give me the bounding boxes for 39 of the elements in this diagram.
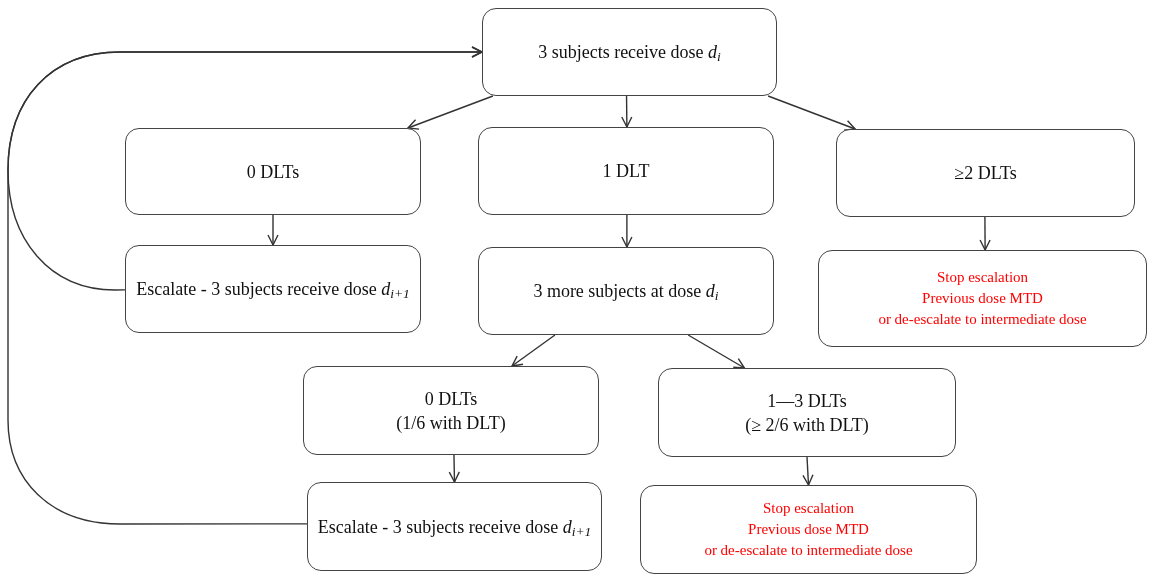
arrow: [802, 456, 814, 486]
box-text: 0 DLTs: [246, 160, 300, 184]
arrow: [979, 216, 991, 251]
arrow: [767, 95, 856, 131]
arrow: [621, 214, 633, 248]
box-text: 1 DLT: [602, 160, 650, 183]
box-text: Previous dose MTD: [922, 289, 1043, 308]
process-box: [125, 245, 421, 333]
process-box: [640, 485, 977, 574]
box-text: 3 subjects receive dose d$_{i}$: [538, 41, 721, 64]
process-box: [658, 368, 956, 457]
process-box: [478, 127, 774, 215]
process-box: [307, 482, 602, 571]
box-text: Stop escalation: [762, 499, 855, 518]
process-box: [125, 128, 421, 215]
box-text: Previous dose MTD: [748, 520, 869, 539]
box-text: 3 more subjects at dose d$_{i}$: [533, 280, 719, 303]
box-text: ≥2 DLTs: [954, 162, 1017, 185]
arrow: [448, 454, 460, 483]
process-box: [482, 8, 777, 96]
arrow: [621, 95, 633, 128]
process-box: [818, 250, 1147, 347]
arrow: [407, 95, 494, 130]
process-box: [836, 129, 1135, 217]
arrow: [267, 214, 279, 246]
arrow: [7, 46, 483, 525]
box-text: Stop escalation: [936, 268, 1029, 287]
process-box: [303, 366, 599, 455]
box-text: 0 DLTs: [424, 387, 478, 411]
arrow: [511, 334, 556, 367]
box-text: (1/6 with DLT): [396, 411, 506, 435]
process-box: [478, 247, 774, 335]
box-text: (≥ 2/6 with DLT): [745, 413, 869, 437]
box-text: 1—3 DLTs: [767, 389, 847, 413]
box-text: Escalate - 3 subjects receive dose d$_{i+1}$: [317, 515, 592, 539]
box-text: or de-escalate to intermediate dose: [878, 310, 1087, 329]
arrow: [687, 334, 746, 369]
box-text: or de-escalate to intermediate dose: [704, 541, 913, 560]
box-text: Escalate - 3 subjects receive dose d$_{i+1}$: [136, 278, 410, 301]
